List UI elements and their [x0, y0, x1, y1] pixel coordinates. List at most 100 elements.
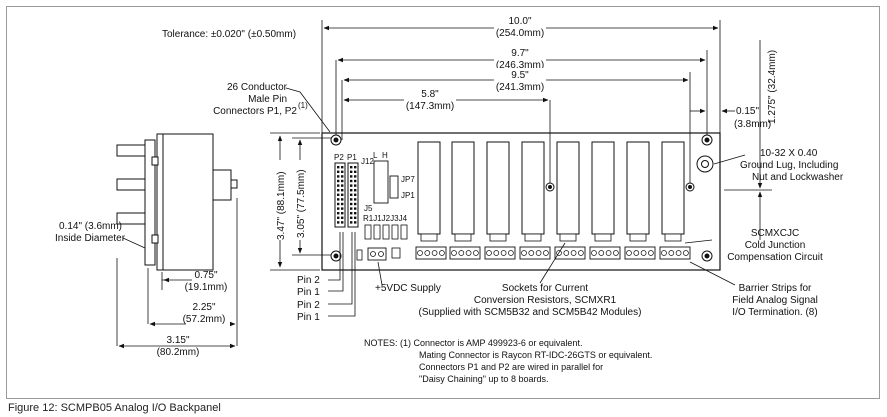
dim-0-75-in: 0.75"	[194, 270, 217, 281]
label-l: L	[373, 151, 378, 160]
supply-terminal	[356, 247, 401, 261]
notes-line-1: NOTES: (1) Connector is AMP 499923-6 or …	[364, 338, 582, 348]
dim-9-7-in: 9.7"	[511, 48, 529, 59]
callout-leaders	[285, 87, 746, 317]
mounting-holes	[330, 134, 713, 262]
ground-lug-label-3: Nut and Lockwasher	[752, 172, 844, 183]
connector-pin	[337, 184, 340, 187]
connector-pin	[354, 189, 357, 192]
connector-pin	[337, 221, 340, 224]
tolerance-note: Tolerance: ±0.020" (±0.50mm)	[162, 29, 296, 40]
notes-line-4: "Daisy Chaining" up to 8 boards.	[419, 374, 548, 384]
dim-3-15-mm: (80.2mm)	[157, 347, 200, 358]
label-j12: J12	[361, 157, 374, 166]
dim-0-14-desc: Inside Diameter	[55, 233, 126, 244]
conductor-label-3: Connectors P1, P2	[213, 106, 297, 117]
connector-pin	[337, 207, 340, 210]
barrier-strip	[624, 246, 656, 260]
sockets-label-1: Sockets for Current	[502, 283, 588, 294]
conductor-footnote-ref: (1)	[298, 101, 308, 110]
barrier-strip	[449, 246, 481, 260]
barrier-label-2: Field Analog Signal	[732, 295, 818, 306]
connector-pin	[341, 175, 344, 178]
module-slot	[449, 141, 481, 260]
connector-pin	[341, 189, 344, 192]
dim-0-14: 0.14" (3.6mm)	[59, 221, 122, 232]
connector-pin	[354, 175, 357, 178]
connector-pin	[350, 198, 353, 201]
connector-pin	[337, 212, 340, 215]
barrier-strip	[589, 246, 621, 260]
connector-pin	[337, 193, 340, 196]
cjc-label-2: Cold Junction	[745, 240, 806, 251]
dim-5-8-in: 5.8"	[421, 89, 439, 100]
dim-0-15-mm: (3.8mm)	[734, 119, 771, 130]
module-slots	[415, 141, 691, 260]
connector-pin	[337, 179, 340, 183]
barrier-strip	[554, 246, 586, 260]
connector-pin	[350, 193, 353, 196]
vertical-dim-1-275	[724, 40, 772, 240]
connector-p2-p1	[334, 162, 359, 228]
connector-pin	[354, 179, 357, 183]
connector-pin	[341, 202, 344, 206]
jp7-jp1-jumper	[389, 175, 399, 199]
figure-caption: Figure 12: SCMPB05 Analog I/O Backpanel	[8, 402, 221, 414]
dim-9-5-in: 9.5"	[511, 70, 529, 81]
figure-frame	[6, 6, 880, 399]
connector-pin	[354, 221, 357, 224]
dim-10-0-in: 10.0"	[508, 16, 531, 27]
connector-pin	[354, 166, 357, 169]
cjc-label-1: SCMXCJC	[751, 228, 799, 239]
connector-pin	[350, 184, 353, 187]
label-jp7: JP7	[401, 175, 415, 184]
connector-pin	[341, 221, 344, 224]
dim-3-05: 3.05" (77.5mm)	[296, 169, 307, 238]
module-slot	[554, 141, 586, 260]
connector-pin	[354, 202, 357, 206]
notes-line-2: Mating Connector is Raycon RT-IDC-26GTS …	[419, 350, 652, 360]
ground-lug-label-1: 10-32 X 0.40	[760, 148, 818, 159]
connector-pin	[350, 212, 353, 215]
connector-pin	[341, 198, 344, 201]
connector-pin	[350, 216, 353, 219]
label-jumpers: R1J1J2J3J4	[363, 214, 408, 223]
dim-2-25-mm: (57.2mm)	[183, 314, 226, 325]
dim-9-5-mm: (241.3mm)	[496, 82, 544, 93]
module-slot	[415, 141, 447, 260]
connector-pin	[354, 193, 357, 196]
connector-pin	[354, 207, 357, 210]
dim-9-7-mm: (246.3mm)	[496, 60, 544, 71]
label-h: H	[382, 151, 388, 160]
sockets-label-2: Conversion Resistors, SCMXR1	[474, 295, 617, 306]
conductor-label-1: 26 Conductor	[227, 82, 288, 93]
dim-1-275: 1.275" (32.4mm)	[767, 50, 778, 124]
ground-lug-label-2: Ground Lug, Including	[740, 160, 838, 171]
dim-3-15-in: 3.15"	[166, 335, 189, 346]
jumper-blocks	[364, 224, 408, 240]
connector-pin	[354, 216, 357, 219]
connector-pin	[337, 216, 340, 219]
connector-pin	[350, 179, 353, 183]
connector-pin	[341, 179, 344, 183]
connector-pin	[341, 184, 344, 187]
connector-pin	[341, 166, 344, 169]
connector-pin	[354, 184, 357, 187]
connector-pin	[354, 170, 357, 173]
barrier-label-1: Barrier Strips for	[739, 283, 812, 294]
connector-pin	[337, 198, 340, 201]
dim-2-25-in: 2.25"	[192, 302, 215, 313]
module-slot	[624, 141, 656, 260]
dim-5-8-mm: (147.3mm)	[406, 101, 454, 112]
label-p2: P2	[334, 153, 344, 162]
barrier-label-3: I/O Termination. (8)	[732, 307, 817, 318]
conductor-label-2: Male Pin	[248, 94, 287, 105]
ground-lug	[696, 155, 714, 173]
label-jp1: JP1	[401, 191, 415, 200]
module-slot	[659, 141, 691, 260]
connector-pin	[337, 202, 340, 206]
connector-pin	[341, 212, 344, 215]
connector-pin	[354, 198, 357, 201]
barrier-strip	[415, 246, 447, 260]
